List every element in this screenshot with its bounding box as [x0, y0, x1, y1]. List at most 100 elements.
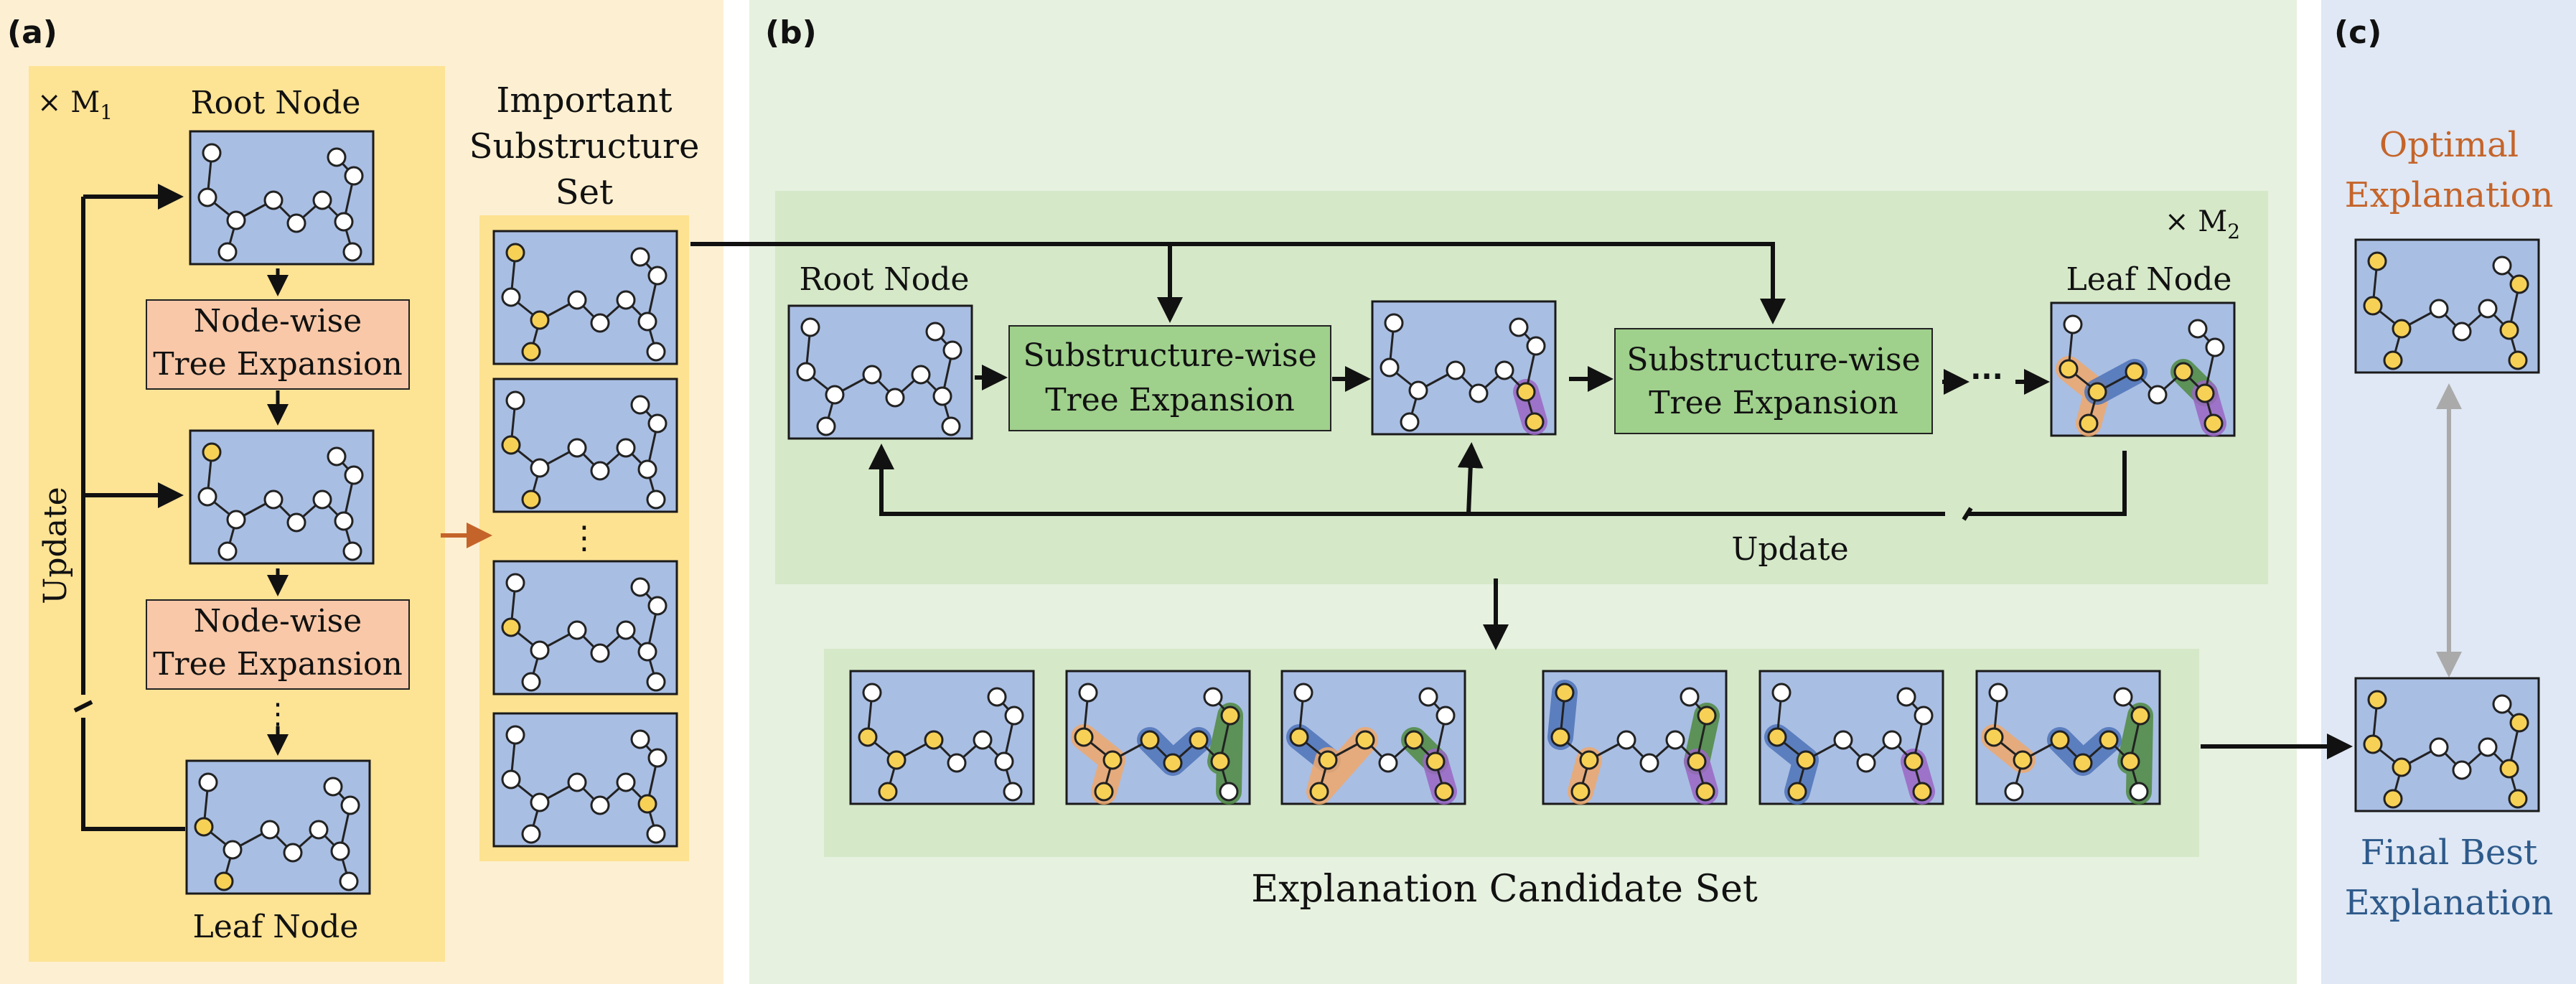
graph-node — [1404, 730, 1424, 750]
graph-node — [286, 512, 306, 533]
graph-node — [924, 730, 944, 750]
panel-a-graph-root — [189, 130, 375, 266]
graph-node — [932, 386, 952, 406]
candidate-graph-1 — [849, 670, 1035, 805]
graph-node — [2383, 350, 2403, 370]
graph-node — [1680, 687, 1700, 707]
graph-node — [312, 489, 332, 510]
important-set-graph-2 — [492, 378, 678, 513]
graph-node — [2367, 251, 2387, 271]
graph-node — [1210, 751, 1230, 772]
graph-node — [1163, 753, 1183, 773]
graph-node — [911, 365, 931, 385]
final-best-explanation-graph — [2354, 677, 2540, 812]
graph-node — [263, 190, 284, 210]
graph-node — [530, 640, 550, 660]
graph-node — [796, 362, 816, 382]
graph-node — [1418, 687, 1438, 707]
graph-node — [1434, 782, 1454, 802]
graph-node — [197, 487, 217, 507]
graph-node — [1293, 683, 1313, 703]
panel-a-expansion-1-line2: Tree Expansion — [153, 346, 403, 383]
graph-node — [2099, 730, 2119, 750]
graph-node — [2499, 759, 2519, 779]
important-set-graph-3 — [492, 560, 678, 695]
graph-node — [2383, 789, 2403, 809]
graph-node — [1555, 683, 1575, 703]
graph-node — [616, 290, 636, 310]
graph-node — [501, 617, 521, 637]
final-explanation-line1: Final Best — [2361, 833, 2537, 873]
graph-node — [1697, 706, 1717, 726]
panel-a-expansion-2-line1: Node-wise — [194, 603, 362, 639]
graph-node — [2509, 274, 2529, 294]
graph-node — [283, 843, 303, 863]
graph-node — [862, 683, 882, 703]
panel-b-leaf-node-label: Leaf Node — [2066, 261, 2232, 298]
graph-node — [2079, 413, 2099, 434]
graph-node — [1771, 683, 1792, 703]
panel-a-update-loop — [73, 184, 185, 831]
graph-node — [973, 730, 993, 750]
graph-node — [885, 388, 905, 408]
graph-node — [323, 777, 343, 797]
panel-b-label: (b) — [765, 14, 817, 51]
graph-node — [1833, 730, 1853, 750]
graph-node — [198, 772, 218, 792]
graph-node — [1695, 782, 1715, 802]
graph-node — [2173, 362, 2193, 382]
graph-node — [2452, 322, 2472, 342]
graph-node — [521, 824, 541, 844]
graph-node — [2508, 350, 2528, 370]
graph-node — [1787, 782, 1807, 802]
graph-node — [2050, 730, 2070, 750]
graph-node — [1767, 727, 1787, 747]
graph-node — [616, 772, 636, 792]
panel-b-expansion-1-line1: Substructure-wise — [1023, 337, 1316, 374]
graph-node — [637, 642, 657, 662]
graph-node — [1203, 687, 1223, 707]
graph-node — [2205, 337, 2225, 357]
panel-a-root-node-label: Root Node — [191, 85, 361, 121]
graph-node — [567, 620, 587, 640]
graph-node — [342, 541, 362, 561]
panel-b-candidate-area — [824, 649, 2199, 857]
graph-node — [1469, 383, 1489, 403]
graph-node — [1639, 753, 1659, 773]
graph-node — [1004, 706, 1024, 726]
graph-node — [1509, 317, 1529, 337]
graph-node — [1988, 683, 2008, 703]
graph-node — [886, 750, 907, 770]
panel-b-expansion-box-2 — [1614, 328, 1933, 434]
panel-a-set-title-line1: Important — [496, 80, 672, 121]
graph-node — [334, 212, 354, 232]
graph-node — [344, 465, 364, 485]
panel-b-multiplier: × M2 — [2165, 205, 2240, 243]
graph-node — [194, 817, 214, 837]
graph-node — [2508, 789, 2528, 809]
graph-node — [646, 342, 666, 362]
graph-node — [217, 242, 238, 262]
graph-node — [327, 147, 347, 167]
graph-node — [1903, 751, 1924, 772]
graph-node — [1425, 751, 1446, 772]
graph-node — [2125, 362, 2145, 382]
graph-node — [501, 435, 521, 455]
graph-node — [1102, 750, 1123, 770]
graph-node — [521, 342, 541, 362]
graph-node — [2492, 256, 2512, 276]
graph-node — [2452, 760, 2472, 780]
panel-a-expansion-2-line2: Tree Expansion — [153, 646, 403, 683]
optimal-explanation-graph — [2354, 238, 2540, 374]
graph-node — [1796, 750, 1816, 770]
panel-b-flow-arrows — [975, 365, 2050, 395]
panel-b-update-loop — [868, 442, 2127, 521]
graph-node — [2113, 687, 2133, 707]
panel-a-set-title-line2: Substructure — [469, 126, 700, 167]
panel-c-label: (c) — [2334, 14, 2381, 51]
graph-node — [2478, 737, 2498, 757]
graph-node — [2363, 296, 2383, 316]
important-set-graph-4 — [492, 712, 678, 848]
graph-node — [1616, 730, 1636, 750]
graph-node — [2509, 713, 2529, 733]
